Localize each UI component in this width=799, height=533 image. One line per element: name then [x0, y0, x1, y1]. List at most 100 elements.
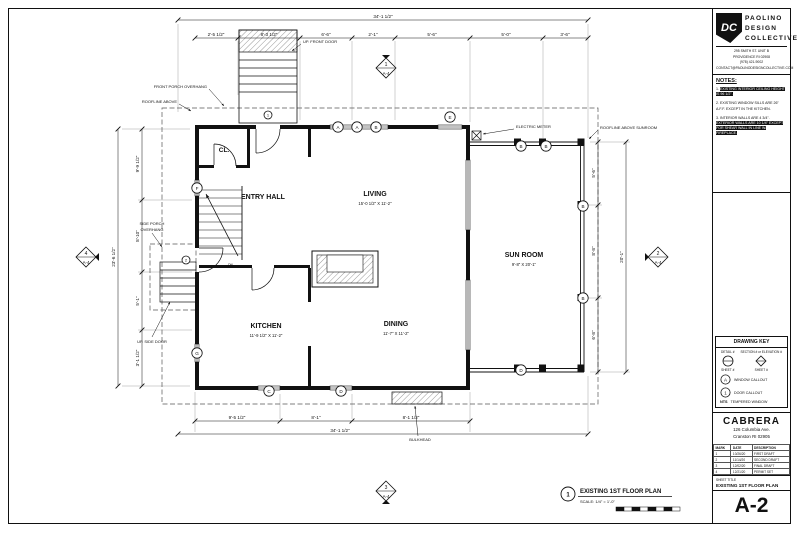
detail-symbol-icon	[722, 355, 734, 367]
room-label-sunroom: SUN ROOM	[505, 252, 544, 259]
note-up-front-door: UP. FRONT DOOR	[303, 39, 337, 44]
room-label-entry-hall: ENTRY HALL	[241, 194, 286, 201]
door-callouts: 1 2	[181, 110, 273, 265]
svg-text:9'-9 1/2": 9'-9 1/2"	[135, 155, 140, 172]
bulkhead-hatch	[391, 391, 443, 405]
firm-name-line1: PAOLINO	[745, 15, 783, 22]
room-label-dining: DINING	[384, 321, 409, 328]
svg-text:B: B	[581, 204, 584, 209]
svg-text:9'-5 1/2": 9'-5 1/2"	[229, 415, 246, 420]
svg-text:2'-5 1/2": 2'-5 1/2"	[208, 32, 225, 37]
annotation-leaders	[151, 43, 599, 437]
project-address-2: Cranston RI 02905	[733, 433, 770, 439]
door-callout-icon: 1	[720, 387, 731, 398]
sheet-title-row: SHEET TITLE EXISTING 1ST FLOOR PLAN	[713, 475, 790, 490]
fireplace	[311, 250, 379, 288]
note-up-side-door: UP. SIDE DOOR	[137, 339, 167, 344]
note-side-porch-2: OVERHANG	[141, 227, 164, 232]
svg-text:5'-1": 5'-1"	[135, 296, 140, 306]
svg-text:8'-3 1/2": 8'-3 1/2"	[261, 32, 278, 37]
electric-meter-symbol	[471, 130, 482, 141]
side-porch-steps	[159, 261, 197, 303]
dim-left-overall: 23'-6 1/2"	[111, 247, 116, 267]
firm-name-line3: COLLECTIVE	[745, 34, 799, 42]
floor-plan-drawing: 34'-1 1/2" 2'-5 1/2" 8'-3 1/2" 6'-6" 2'-…	[75, 14, 681, 512]
drawing-key-section: DRAWING KEY DETAIL # SHEET # SECTION # o…	[715, 336, 788, 409]
sheet-number: A-2	[713, 490, 790, 523]
svg-text:3'-1 1/2": 3'-1 1/2"	[135, 349, 140, 366]
elevation-marker-bottom: 3 A-4	[375, 480, 397, 504]
section-key: SECTION # or ELEVATION # SHEET #	[740, 350, 782, 372]
elevation-marker-right: 2 A-4	[645, 246, 669, 268]
svg-text:6'-8": 6'-8"	[591, 330, 596, 340]
svg-text:8'-1 1/2": 8'-1 1/2"	[403, 415, 420, 420]
svg-text:2: 2	[185, 258, 188, 263]
firm-address-2: PROVIDENCE RI 02908	[732, 54, 771, 59]
dim-top-overall: 34'-1 1/2"	[373, 14, 393, 19]
firm-email: CONTACT@PAOLINODESIGNCOLLECTIVE.COM	[716, 65, 794, 70]
detail-key: DETAIL # SHEET #	[721, 350, 735, 372]
title-block-panel: DC PAOLINO DESIGN COLLECTIVE 295 SMITH S…	[712, 8, 797, 524]
svg-text:B: B	[581, 296, 584, 301]
svg-text:F: F	[196, 186, 199, 191]
front-porch-steps	[238, 29, 298, 124]
svg-text:1: 1	[724, 391, 727, 396]
interior-walls	[195, 129, 311, 390]
svg-text:D: D	[339, 389, 343, 394]
svg-text:2: 2	[657, 251, 660, 257]
svg-text:A-4: A-4	[655, 260, 662, 265]
note-electric-meter: ELECTRIC METER	[516, 124, 551, 129]
firm-address-1: 295 SMITH ST. UNIT B	[734, 49, 769, 54]
note-bulkhead: BULKHEAD	[409, 437, 431, 442]
svg-text:B: B	[544, 144, 547, 149]
scale-bar	[615, 506, 681, 512]
note-roofline-sunroom: ROOFLINE ABOVE SUNROOM	[600, 125, 657, 130]
firm-logo-block: DC PAOLINO DESIGN COLLECTIVE 295 SMITH S…	[713, 9, 797, 75]
tempered-window-key: NTS TEMPERED WINDOW	[720, 400, 768, 405]
drawing-key-heading: DRAWING KEY	[716, 337, 787, 349]
project-title-block: CABRERA 126 Columbia Ave. Cranston RI 02…	[712, 412, 791, 523]
svg-text:B: B	[519, 144, 522, 149]
svg-text:C: C	[267, 389, 271, 394]
svg-text:4: 4	[85, 251, 88, 257]
note-2: 2. EXISTING WINDOW SILLS ARE 26" A.F.F. …	[716, 101, 779, 111]
project-name: CABRERA	[723, 416, 780, 428]
firm-name: PAOLINO DESIGN COLLECTIVE	[745, 13, 798, 43]
room-label-kitchen: KITCHEN	[250, 323, 281, 330]
svg-text:A-4: A-4	[383, 71, 390, 76]
svg-text:3: 3	[385, 485, 388, 491]
tempered-symbol: NTS	[720, 400, 728, 405]
svg-text:2'-1": 2'-1"	[368, 32, 378, 37]
panel-spacer	[713, 193, 790, 336]
sheet-title-value: EXISTING 1ST FLOOR PLAN	[716, 483, 779, 488]
section-symbol-icon	[755, 355, 767, 367]
dim-right-overall: 20'-1"	[619, 251, 624, 263]
dim-bottom-overall: 34'-1 1/2"	[330, 428, 350, 433]
svg-text:8'-10": 8'-10"	[135, 230, 140, 242]
doors	[198, 128, 281, 291]
svg-text:B: B	[374, 125, 377, 130]
note-dn: DN.	[228, 263, 234, 267]
note-roofline: ROOFLINE ABOVE	[142, 99, 177, 104]
svg-text:A: A	[355, 125, 359, 130]
svg-text:3'-6": 3'-6"	[560, 32, 570, 37]
door-callout-key: 1 DOOR CALLOUT	[718, 387, 785, 398]
svg-text:A-4: A-4	[383, 494, 390, 499]
svg-text:5'-6": 5'-6"	[427, 32, 437, 37]
room-size-kitchen: 11'-9 1/2" X 11'-2"	[250, 333, 283, 338]
room-label-living: LIVING	[363, 191, 387, 198]
interior-stairs	[199, 186, 243, 260]
extension-lines	[122, 24, 630, 432]
plan-title-scale: SCALE: 1/4" = 1'-0"	[580, 499, 615, 504]
dimension-ticks	[115, 17, 629, 437]
firm-name-line2: DESIGN	[745, 24, 778, 32]
notes-heading: NOTES:	[716, 78, 737, 84]
plan-title: 1 EXISTING 1ST FLOOR PLAN SCALE: 1/4" = …	[560, 486, 672, 504]
svg-text:5'-0": 5'-0"	[501, 32, 511, 37]
svg-text:A: A	[724, 378, 727, 383]
annotation-texts: FRONT PORCH OVERHANG ROOFLINE ABOVE UP. …	[137, 39, 657, 442]
exterior-walls	[195, 125, 470, 390]
project-address-1: 126 Columbia Ave.	[733, 427, 770, 433]
